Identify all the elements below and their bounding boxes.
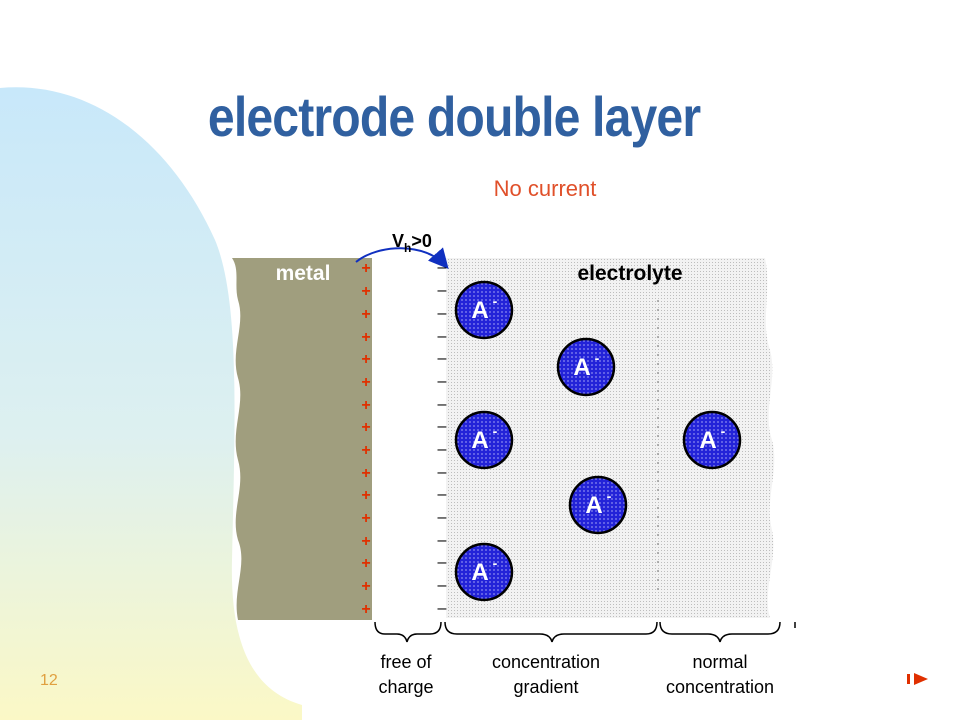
- positive-charge: +: [361, 487, 370, 504]
- positive-charge: +: [361, 329, 370, 346]
- region-labels: free of charge concentration gradient no…: [378, 652, 774, 697]
- region-label-line1: free of: [380, 652, 432, 672]
- brace-concentration-gradient: [444, 621, 658, 643]
- anion: A -: [454, 280, 514, 340]
- negative-charge: –: [438, 328, 447, 345]
- negative-charge: –: [438, 418, 447, 435]
- negative-charge: –: [438, 577, 447, 594]
- voltage-arrow: [355, 247, 449, 270]
- region-label-line2: charge: [378, 677, 433, 697]
- negative-charges: – – – – – – – – – – – – – – – –: [438, 259, 447, 617]
- positive-charges: + + + + + + + + + + + + + + + +: [361, 260, 370, 618]
- next-arrow-icon: [914, 673, 928, 685]
- anion: A -: [682, 410, 742, 470]
- positive-charge: +: [361, 578, 370, 595]
- negative-charge: –: [438, 509, 447, 526]
- positive-charge: +: [361, 601, 370, 618]
- positive-charge: +: [361, 510, 370, 527]
- slide-title: electrode double layer: [207, 85, 701, 148]
- svg-text:-: -: [595, 350, 600, 366]
- region-label-line1: concentration: [492, 652, 600, 672]
- next-bar-icon: [907, 674, 910, 684]
- region-braces: [374, 621, 796, 643]
- svg-text:-: -: [493, 423, 498, 439]
- svg-text:-: -: [493, 293, 498, 309]
- brace-normal-concentration: [659, 621, 781, 643]
- voltage-label: Vh>0: [392, 231, 432, 255]
- svg-text:A: A: [585, 492, 602, 519]
- positive-charge: +: [361, 397, 370, 414]
- negative-charge: –: [438, 532, 447, 549]
- negative-charge: –: [438, 373, 447, 390]
- positive-charge: +: [361, 374, 370, 391]
- negative-charge: –: [438, 441, 447, 458]
- negative-charge: –: [438, 486, 447, 503]
- svg-text:-: -: [721, 423, 726, 439]
- negative-charge: –: [438, 600, 447, 617]
- region-label-line2: concentration: [666, 677, 774, 697]
- positive-charge: +: [361, 555, 370, 572]
- positive-charge: +: [361, 465, 370, 482]
- negative-charge: –: [438, 350, 447, 367]
- positive-charge: +: [361, 419, 370, 436]
- negative-charge: –: [438, 259, 447, 276]
- positive-charge: +: [361, 533, 370, 550]
- positive-charge: +: [361, 351, 370, 368]
- anion: A -: [454, 410, 514, 470]
- page-number: 12: [40, 672, 58, 689]
- negative-charge: –: [438, 396, 447, 413]
- positive-charge: +: [361, 306, 370, 323]
- negative-charge: –: [438, 282, 447, 299]
- slide-subtitle: No current: [493, 176, 597, 201]
- next-slide-button[interactable]: [906, 672, 930, 686]
- brace-free-of-charge: [374, 621, 442, 643]
- negative-charge: –: [438, 554, 447, 571]
- svg-text:A: A: [471, 297, 488, 324]
- anion: A -: [454, 542, 514, 602]
- svg-text:-: -: [607, 488, 612, 504]
- svg-text:A: A: [471, 427, 488, 454]
- positive-charge: +: [361, 260, 370, 277]
- anion: A -: [556, 337, 616, 397]
- svg-text:-: -: [493, 555, 498, 571]
- svg-text:A: A: [699, 427, 716, 454]
- svg-text:A: A: [573, 354, 590, 381]
- region-label-line2: gradient: [513, 677, 578, 697]
- metal-region: [232, 258, 372, 620]
- electrolyte-label: electrolyte: [577, 262, 682, 285]
- negative-charge: –: [438, 305, 447, 322]
- svg-text:A: A: [471, 559, 488, 586]
- anion: A -: [568, 475, 628, 535]
- region-label-line1: normal: [692, 652, 747, 672]
- positive-charge: +: [361, 442, 370, 459]
- positive-charge: +: [361, 283, 370, 300]
- electrolyte-region: [446, 258, 775, 618]
- metal-label: metal: [276, 262, 331, 285]
- negative-charge: –: [438, 464, 447, 481]
